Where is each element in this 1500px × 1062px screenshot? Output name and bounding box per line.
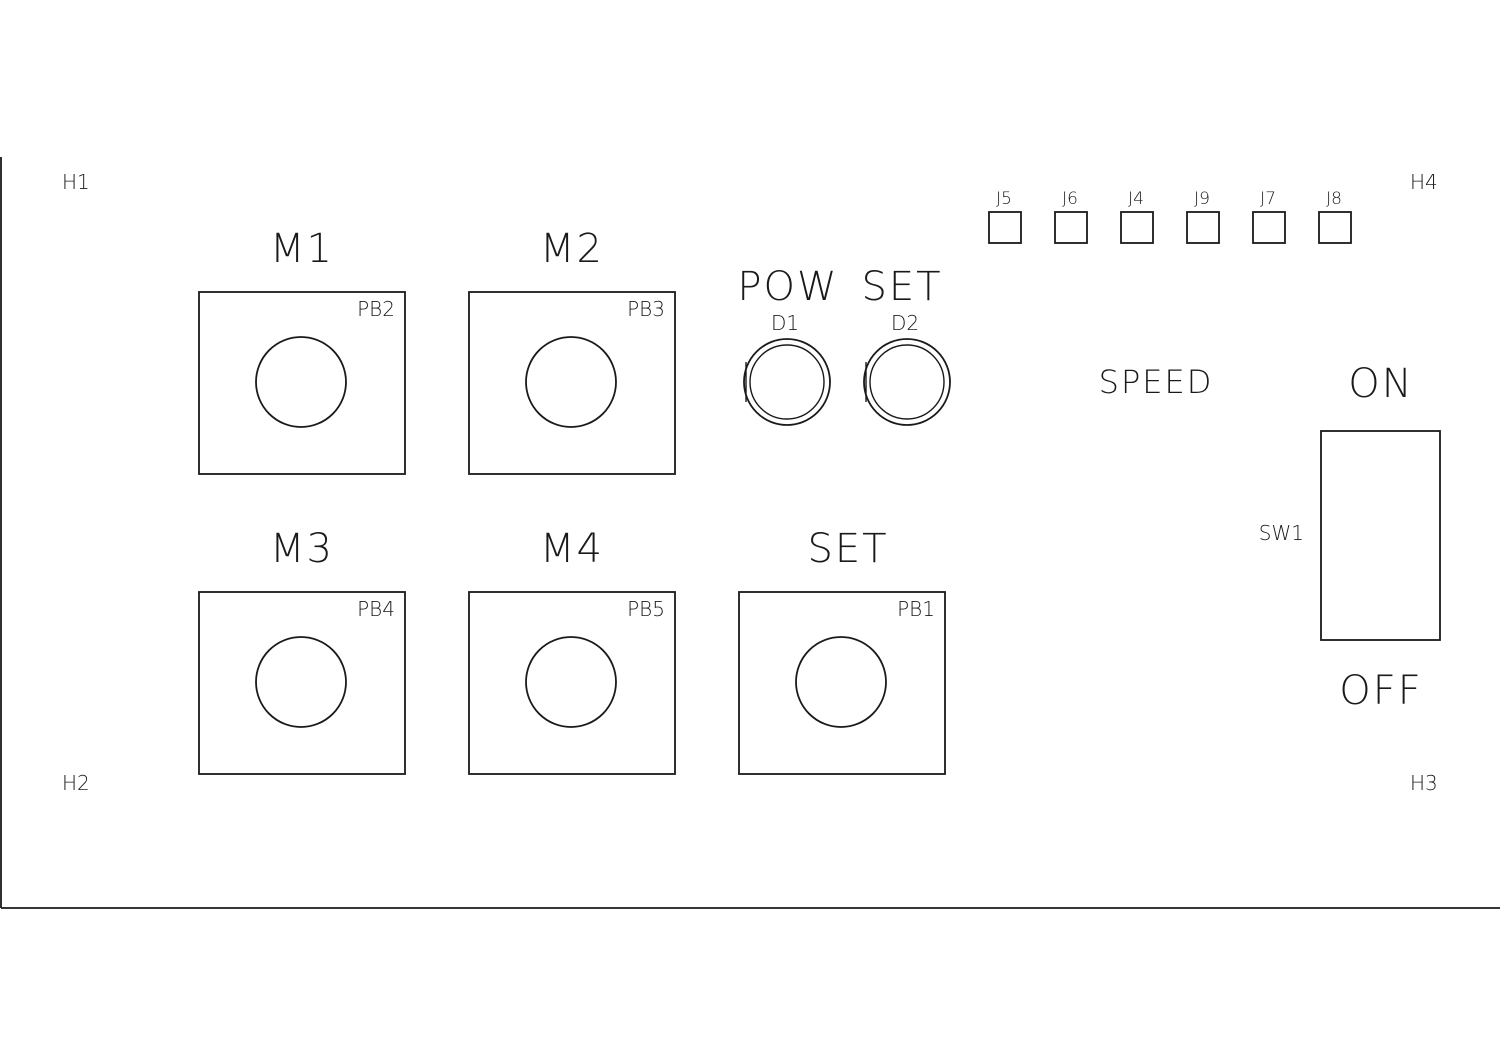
jumper-j4-pad <box>1120 211 1154 244</box>
button-m2-body <box>468 291 676 475</box>
jumper-j4[interactable]: J4 <box>1120 189 1154 244</box>
button-m2-cap <box>525 336 617 428</box>
button-m1-body <box>198 291 406 475</box>
button-m4[interactable]: M4 PB5 <box>468 526 676 775</box>
jumper-j4-label: J4 <box>1128 189 1144 209</box>
switch-ref: SW1 <box>1259 521 1304 545</box>
button-m1-cap <box>255 336 347 428</box>
button-m3-ref: PB4 <box>357 597 395 621</box>
led-set-outer <box>863 338 951 426</box>
button-m3-label: M3 <box>270 526 334 572</box>
hole-h2-label: H2 <box>62 771 90 795</box>
led-pow-inner <box>749 344 825 420</box>
jumper-j6-pad <box>1054 211 1088 244</box>
hole-h1-label: H1 <box>62 170 90 194</box>
switch-on-label: ON <box>1348 361 1413 407</box>
button-m4-body <box>468 591 676 775</box>
button-m3-cap <box>255 636 347 728</box>
switch-off-label: OFF <box>1339 668 1423 714</box>
jumper-row: J5 J6 J4 J9 J7 J8 <box>988 189 1352 244</box>
led-pow-label: POW <box>737 264 838 310</box>
led-set-label: SET <box>861 264 942 310</box>
button-set-body <box>738 591 946 775</box>
jumper-j6-label: J6 <box>1062 189 1078 209</box>
jumper-j7[interactable]: J7 <box>1252 189 1286 244</box>
power-switch[interactable]: ON SW1 OFF <box>1259 361 1441 714</box>
button-m2[interactable]: M2 PB3 <box>468 226 676 475</box>
jumper-j8[interactable]: J8 <box>1318 189 1352 244</box>
button-set-label: SET <box>807 526 888 572</box>
button-m1-label: M1 <box>270 226 334 272</box>
button-set[interactable]: SET PB1 <box>738 526 946 775</box>
jumper-j5-pad <box>988 211 1022 244</box>
button-m4-ref: PB5 <box>627 597 665 621</box>
jumper-j8-pad <box>1318 211 1352 244</box>
button-m3[interactable]: M3 PB4 <box>198 526 406 775</box>
jumper-j7-pad <box>1252 211 1286 244</box>
button-m1[interactable]: M1 PB2 <box>198 226 406 475</box>
button-m4-cap <box>525 636 617 728</box>
led-pow: POW D1 <box>737 264 838 426</box>
button-m3-body <box>198 591 406 775</box>
jumper-j6[interactable]: J6 <box>1054 189 1088 244</box>
jumper-j9-pad <box>1186 211 1220 244</box>
speed-label: SPEED <box>1099 363 1214 401</box>
hole-h3-label: H3 <box>1410 771 1438 795</box>
led-set-inner <box>869 344 945 420</box>
jumper-j9-label: J9 <box>1194 189 1210 209</box>
button-m1-ref: PB2 <box>357 297 395 321</box>
button-set-cap <box>795 636 887 728</box>
led-set: SET D2 <box>861 264 951 426</box>
jumper-j9[interactable]: J9 <box>1186 189 1220 244</box>
switch-body <box>1320 430 1441 641</box>
button-m4-label: M4 <box>540 526 604 572</box>
jumper-j8-label: J8 <box>1326 189 1342 209</box>
button-m2-label: M2 <box>540 226 604 272</box>
jumper-j7-label: J7 <box>1260 189 1276 209</box>
jumper-j5-label: J5 <box>996 189 1012 209</box>
led-pow-outer <box>743 338 831 426</box>
led-set-ref: D2 <box>891 311 919 335</box>
button-set-ref: PB1 <box>897 597 935 621</box>
hole-h4-label: H4 <box>1410 170 1438 194</box>
jumper-j5[interactable]: J5 <box>988 189 1022 244</box>
led-pow-ref: D1 <box>771 311 799 335</box>
button-m2-ref: PB3 <box>627 297 665 321</box>
